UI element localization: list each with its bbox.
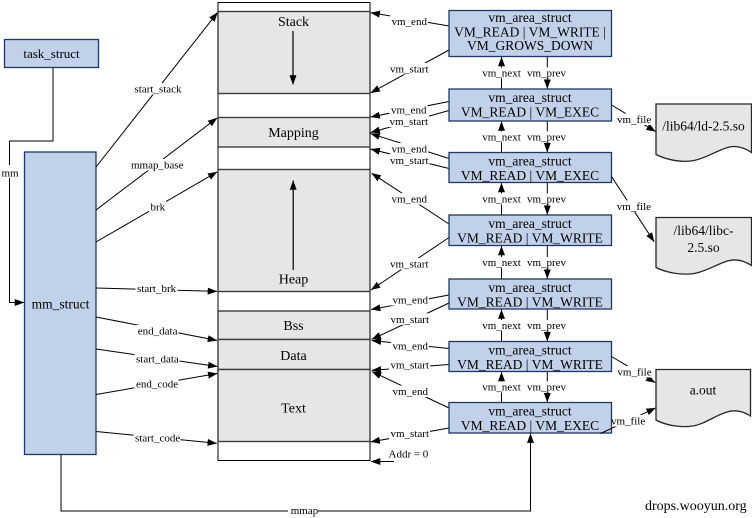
svg-text:vm_end: vm_end — [391, 105, 427, 117]
svg-text:vm_prev: vm_prev — [527, 257, 567, 269]
svg-text:vm_next: vm_next — [482, 382, 521, 394]
svg-text:vm_end: vm_end — [393, 295, 429, 307]
svg-text:mm: mm — [2, 168, 20, 180]
svg-text:vm_file: vm_file — [617, 114, 651, 126]
svg-text:Mapping: Mapping — [268, 126, 319, 141]
svg-text:Heap: Heap — [279, 273, 309, 288]
svg-text:vm_next: vm_next — [482, 68, 521, 80]
svg-text:mm_struct: mm_struct — [32, 297, 90, 312]
svg-text:Bss: Bss — [283, 319, 303, 334]
svg-text:VM_READ | VM_WRITE: VM_READ | VM_WRITE — [457, 357, 603, 372]
svg-text:vm_prev: vm_prev — [527, 382, 567, 394]
svg-text:start_brk: start_brk — [137, 283, 177, 295]
svg-text:/lib64/ld-2.5.so: /lib64/ld-2.5.so — [662, 119, 745, 134]
svg-text:vm_start: vm_start — [390, 259, 429, 271]
svg-text:Data: Data — [280, 349, 307, 364]
svg-text:vm_start: vm_start — [391, 314, 430, 326]
svg-text:vm_end: vm_end — [392, 194, 428, 206]
svg-text:vm_prev: vm_prev — [527, 132, 567, 144]
svg-text:Text: Text — [281, 402, 306, 417]
svg-text:vm_area_struct: vm_area_struct — [488, 216, 571, 231]
svg-text:VM_READ | VM_WRITE: VM_READ | VM_WRITE — [457, 231, 603, 246]
svg-text:Addr = 0: Addr = 0 — [389, 449, 429, 461]
svg-text:vm_file: vm_file — [611, 416, 645, 428]
svg-text:start_code: start_code — [135, 433, 180, 445]
svg-text:vm_end: vm_end — [392, 16, 428, 28]
svg-text:vm_file: vm_file — [617, 367, 651, 379]
svg-text:2.5.so: 2.5.so — [687, 240, 720, 255]
svg-text:end_code: end_code — [136, 379, 178, 391]
svg-text:VM_READ | VM_EXEC: VM_READ | VM_EXEC — [461, 168, 599, 183]
svg-text:Stack: Stack — [278, 15, 309, 30]
svg-text:/lib64/libc-: /lib64/libc- — [674, 223, 734, 238]
svg-text:vm_area_struct: vm_area_struct — [488, 90, 571, 105]
svg-text:VM_READ | VM_WRITE: VM_READ | VM_WRITE — [457, 295, 603, 310]
svg-text:end_data: end_data — [138, 326, 178, 338]
svg-text:vm_file: vm_file — [617, 201, 651, 213]
svg-text:vm_prev: vm_prev — [527, 194, 567, 206]
svg-text:drops.wooyun.org: drops.wooyun.org — [645, 499, 747, 514]
svg-text:VM_READ | VM_WRITE |: VM_READ | VM_WRITE | — [454, 25, 606, 40]
svg-text:vm_next: vm_next — [482, 320, 521, 332]
svg-text:vm_end: vm_end — [392, 144, 428, 156]
svg-text:vm_area_struct: vm_area_struct — [488, 10, 571, 25]
svg-text:vm_end: vm_end — [393, 386, 429, 398]
svg-text:VM_READ | VM_EXEC: VM_READ | VM_EXEC — [461, 105, 599, 120]
svg-text:vm_start: vm_start — [390, 116, 429, 128]
svg-text:vm_end: vm_end — [393, 341, 429, 353]
svg-text:VM_READ | VM_EXEC: VM_READ | VM_EXEC — [461, 418, 599, 433]
svg-text:vm_start: vm_start — [391, 428, 430, 440]
svg-text:vm_next: vm_next — [482, 194, 521, 206]
svg-text:vm_start: vm_start — [390, 155, 429, 167]
svg-text:vm_start: vm_start — [391, 360, 430, 372]
svg-text:vm_area_struct: vm_area_struct — [488, 154, 571, 169]
svg-text:vm_prev: vm_prev — [527, 320, 567, 332]
svg-text:mmap_base: mmap_base — [131, 160, 184, 172]
svg-text:start_stack: start_stack — [135, 84, 183, 96]
svg-text:vm_next: vm_next — [482, 132, 521, 144]
svg-text:vm_area_struct: vm_area_struct — [488, 280, 571, 295]
svg-text:vm_start: vm_start — [390, 64, 429, 76]
svg-text:VM_GROWS_DOWN: VM_GROWS_DOWN — [467, 38, 593, 53]
svg-text:vm_next: vm_next — [482, 257, 521, 269]
svg-text:task_struct: task_struct — [23, 46, 80, 61]
svg-text:a.out: a.out — [690, 383, 717, 398]
svg-text:vm_area_struct: vm_area_struct — [488, 343, 571, 358]
svg-text:brk: brk — [151, 202, 166, 214]
svg-text:vm_prev: vm_prev — [527, 68, 567, 80]
svg-text:mmap: mmap — [291, 505, 319, 517]
svg-text:vm_area_struct: vm_area_struct — [488, 404, 571, 419]
svg-text:start_data: start_data — [136, 354, 179, 366]
